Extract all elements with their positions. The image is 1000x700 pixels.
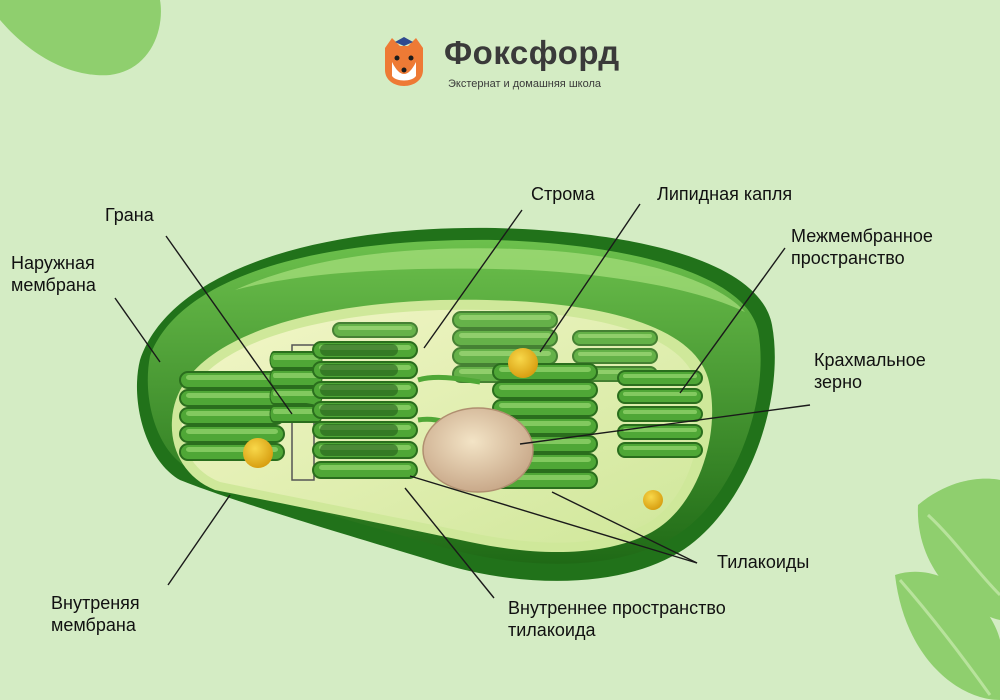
brand-name: Фоксфорд [444, 34, 620, 71]
label-outer-membrane-line1: Наружная [11, 253, 95, 273]
label-thylakoid-space: Внутреннее пространство тилакоида [508, 597, 726, 641]
pointer-lines [114, 203, 811, 599]
label-grana: Грана [105, 205, 154, 225]
label-thylakoid-space-line2: тилакоида [508, 620, 596, 640]
brand-tagline: Экстернат и домашняя школа [448, 78, 601, 90]
label-inner-membrane: Внутреняя мембрана [51, 592, 140, 636]
granum-right [617, 370, 703, 458]
lipid-droplet [508, 348, 538, 378]
label-outer-membrane-line2: мембрана [11, 275, 96, 295]
label-intermembrane-space: Межмембранное пространство [791, 225, 933, 269]
label-starch-line1: Крахмальное [814, 350, 926, 370]
label-thylakoid-space-line1: Внутреннее пространство [508, 598, 726, 618]
label-thylakoids: Тилакоиды [717, 552, 810, 572]
label-outer-membrane: Наружная мембрана [11, 252, 96, 296]
label-starch-line2: зерно [814, 372, 863, 392]
starch-grain [422, 407, 534, 493]
label-stroma: Строма [531, 184, 595, 204]
label-inner-membrane-line1: Внутреняя [51, 593, 140, 613]
fox-logo-icon [385, 37, 423, 86]
label-intermembrane-line2: пространство [791, 248, 905, 268]
label-lipid-droplet: Липидная капля [657, 184, 793, 204]
label-starch-grain: Крахмальное зерно [814, 349, 926, 393]
label-intermembrane-line1: Межмембранное [791, 226, 933, 246]
label-inner-membrane-line2: мембрана [51, 615, 136, 635]
lipid-droplet [243, 438, 273, 468]
lipid-droplet [643, 490, 663, 510]
granum-front [312, 341, 418, 479]
